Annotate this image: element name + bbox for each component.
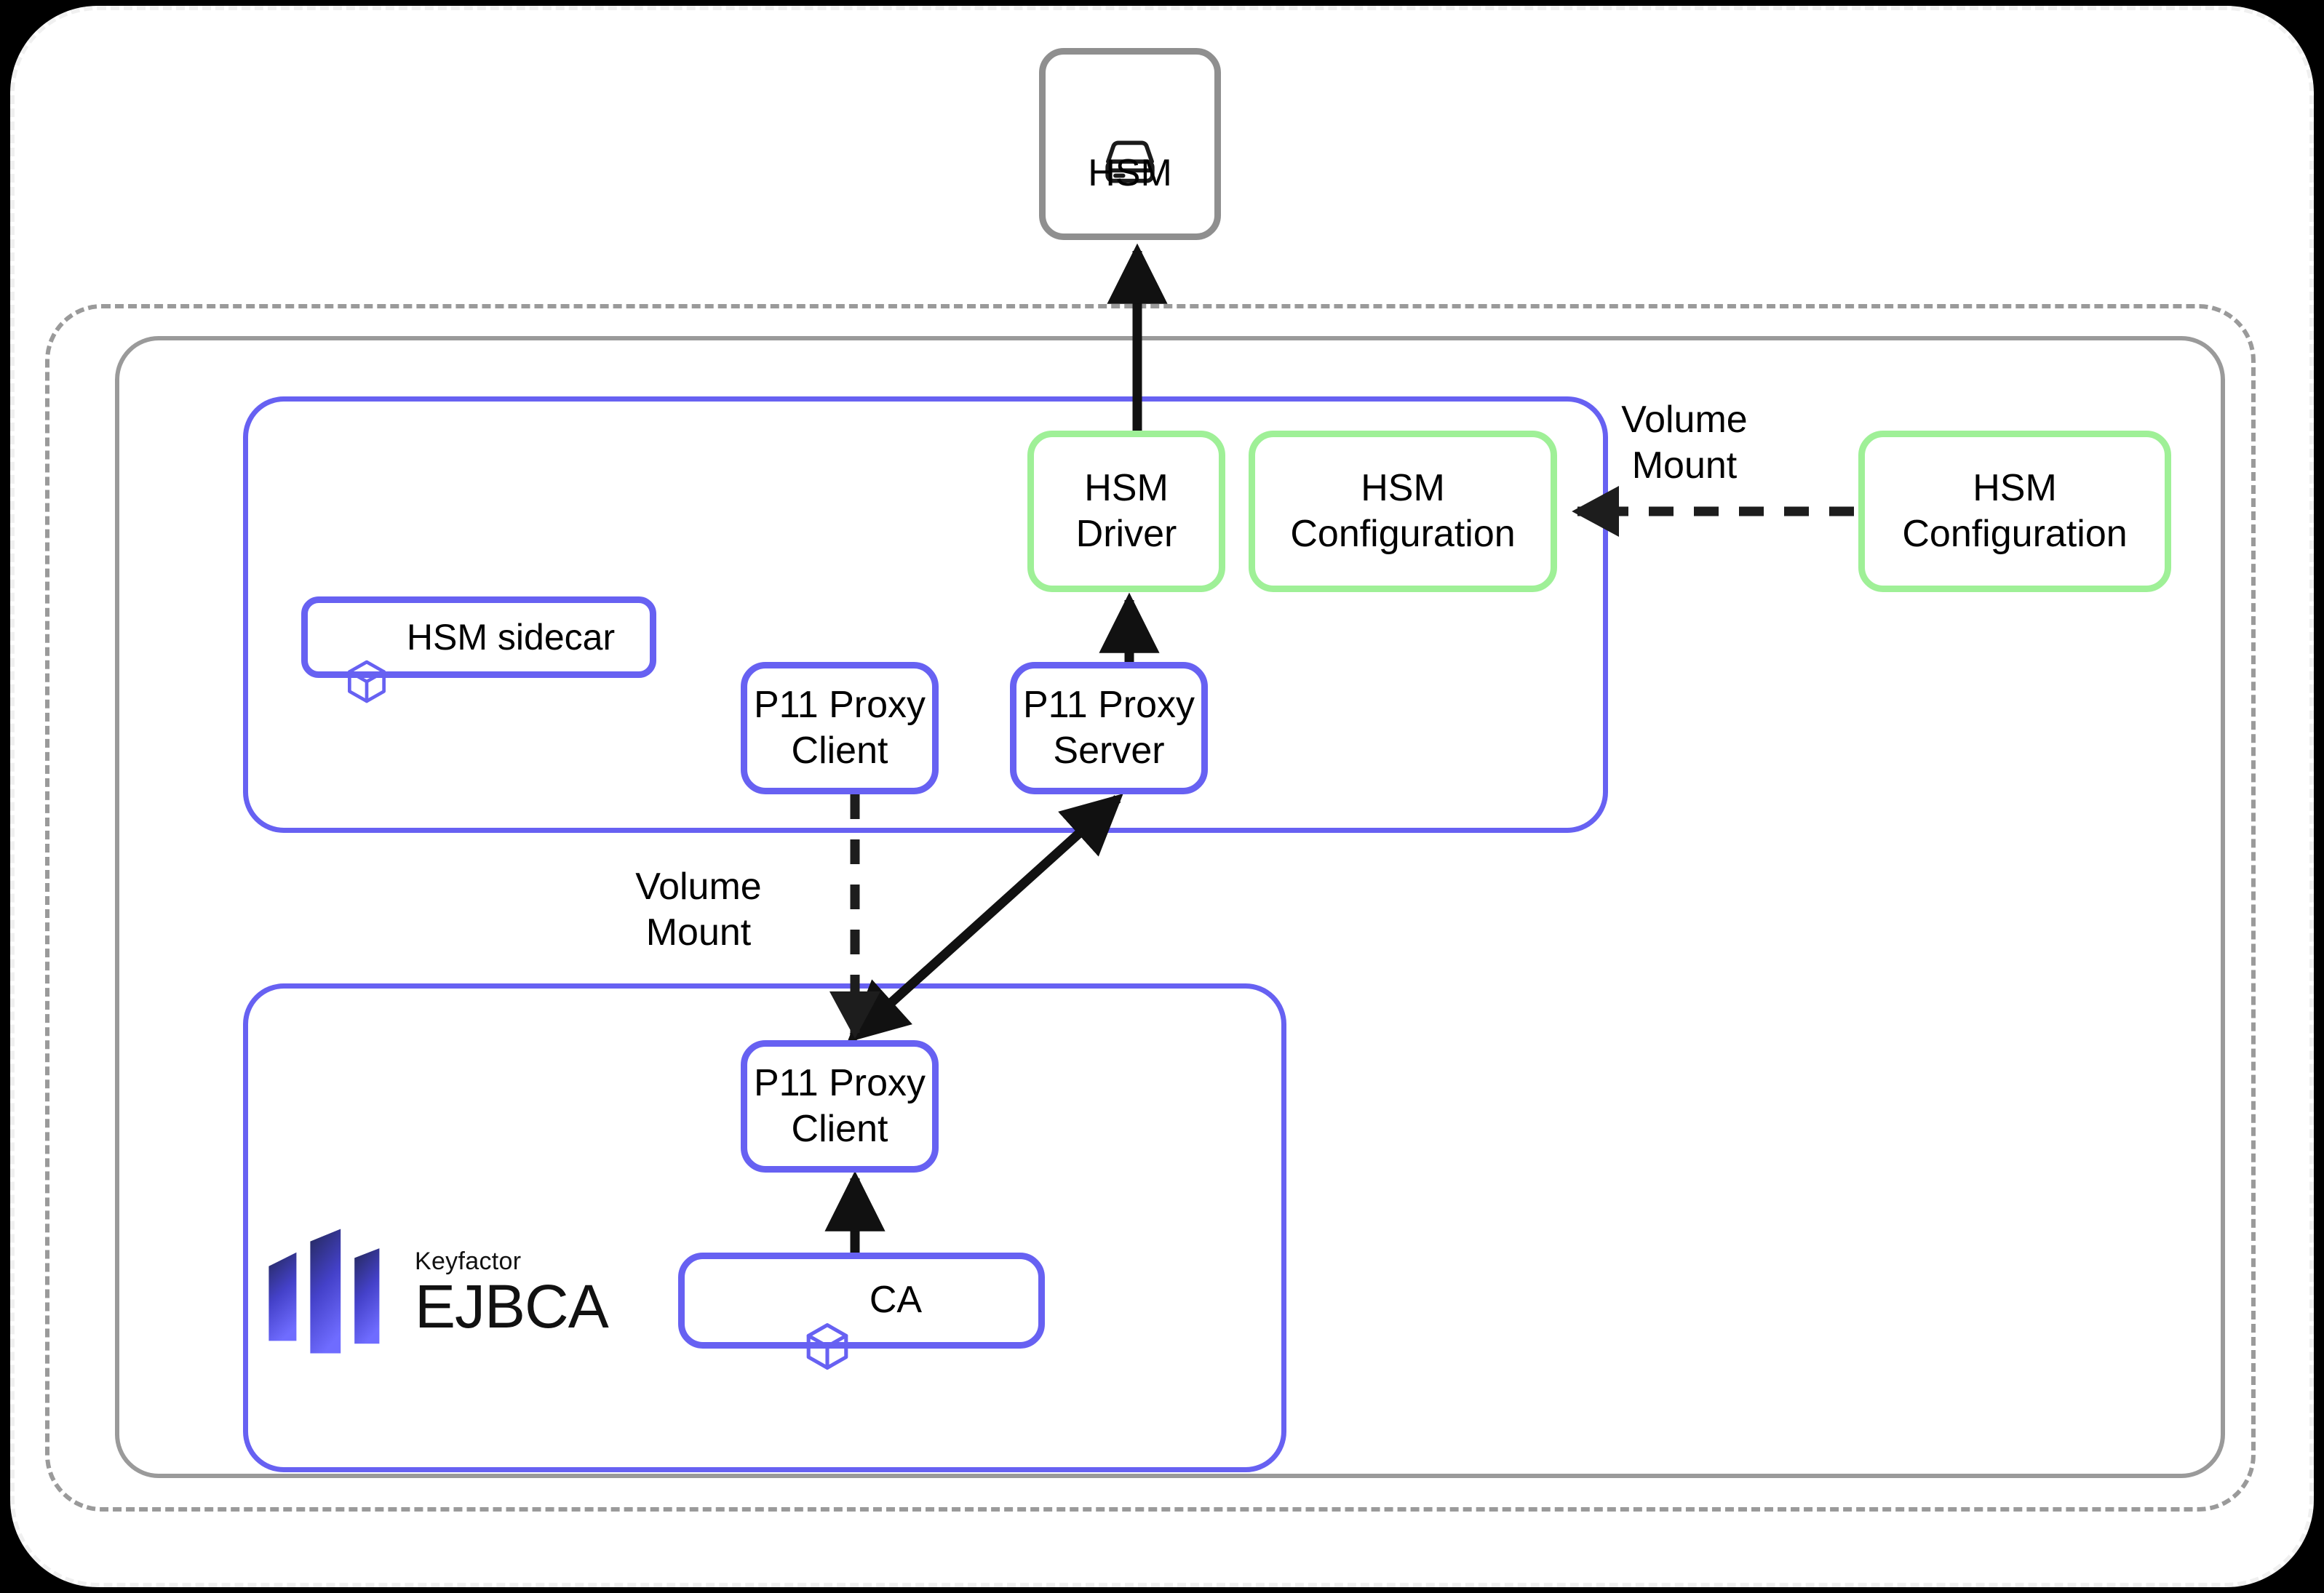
- node-hsm-label: HSM: [1088, 152, 1172, 195]
- node-hsm-configuration-internal-label: HSM Configuration: [1290, 466, 1516, 555]
- node-hsm-driver-label: HSM Driver: [1075, 466, 1177, 555]
- node-p11-proxy-client-top[interactable]: P11 Proxy Client: [741, 662, 939, 794]
- ejbca-wordmark: Keyfactor EJBCA: [415, 1247, 609, 1341]
- node-p11-proxy-server[interactable]: P11 Proxy Server: [1010, 662, 1208, 794]
- keyfactor-mark-icon: [260, 1222, 399, 1364]
- node-p11-proxy-client-top-label: P11 Proxy Client: [753, 683, 926, 772]
- cube-icon: [343, 613, 391, 703]
- hsm-server-icon: [1099, 91, 1161, 183]
- node-hsm-configuration-external[interactable]: HSM Configuration: [1858, 431, 2171, 592]
- node-hsm-sidecar-badge-label: HSM sidecar: [406, 616, 616, 658]
- cluster-boundary: [45, 304, 2256, 1512]
- node-hsm-configuration-internal[interactable]: HSM Configuration: [1249, 431, 1557, 592]
- node-ca[interactable]: CA: [678, 1253, 1045, 1370]
- node-p11-proxy-server-label: P11 Proxy Server: [1022, 683, 1195, 772]
- node-hsm-driver[interactable]: HSM Driver: [1027, 431, 1225, 592]
- node-hsm[interactable]: HSM: [1039, 48, 1221, 240]
- edge-label-volume-mount-left: Volume Mount: [635, 866, 762, 954]
- node-hsm-sidecar-badge[interactable]: HSM sidecar: [301, 596, 656, 703]
- node-ca-label: CA: [869, 1279, 923, 1322]
- ejbca-product-label: EJBCA: [415, 1272, 609, 1341]
- edge-label-volume-mount-right: Volume Mount: [1621, 399, 1748, 487]
- ejbca-logo: Keyfactor EJBCA: [260, 1223, 624, 1362]
- node-p11-proxy-client-bottom[interactable]: P11 Proxy Client: [741, 1040, 939, 1173]
- node-hsm-configuration-external-label: HSM Configuration: [1902, 466, 2128, 555]
- pod-boundary: [115, 336, 2225, 1478]
- cube-icon: [801, 1274, 853, 1370]
- ejbca-group: [243, 983, 1286, 1472]
- node-p11-proxy-client-bottom-label: P11 Proxy Client: [753, 1061, 926, 1150]
- keyfactor-vendor-label: Keyfactor: [415, 1247, 522, 1276]
